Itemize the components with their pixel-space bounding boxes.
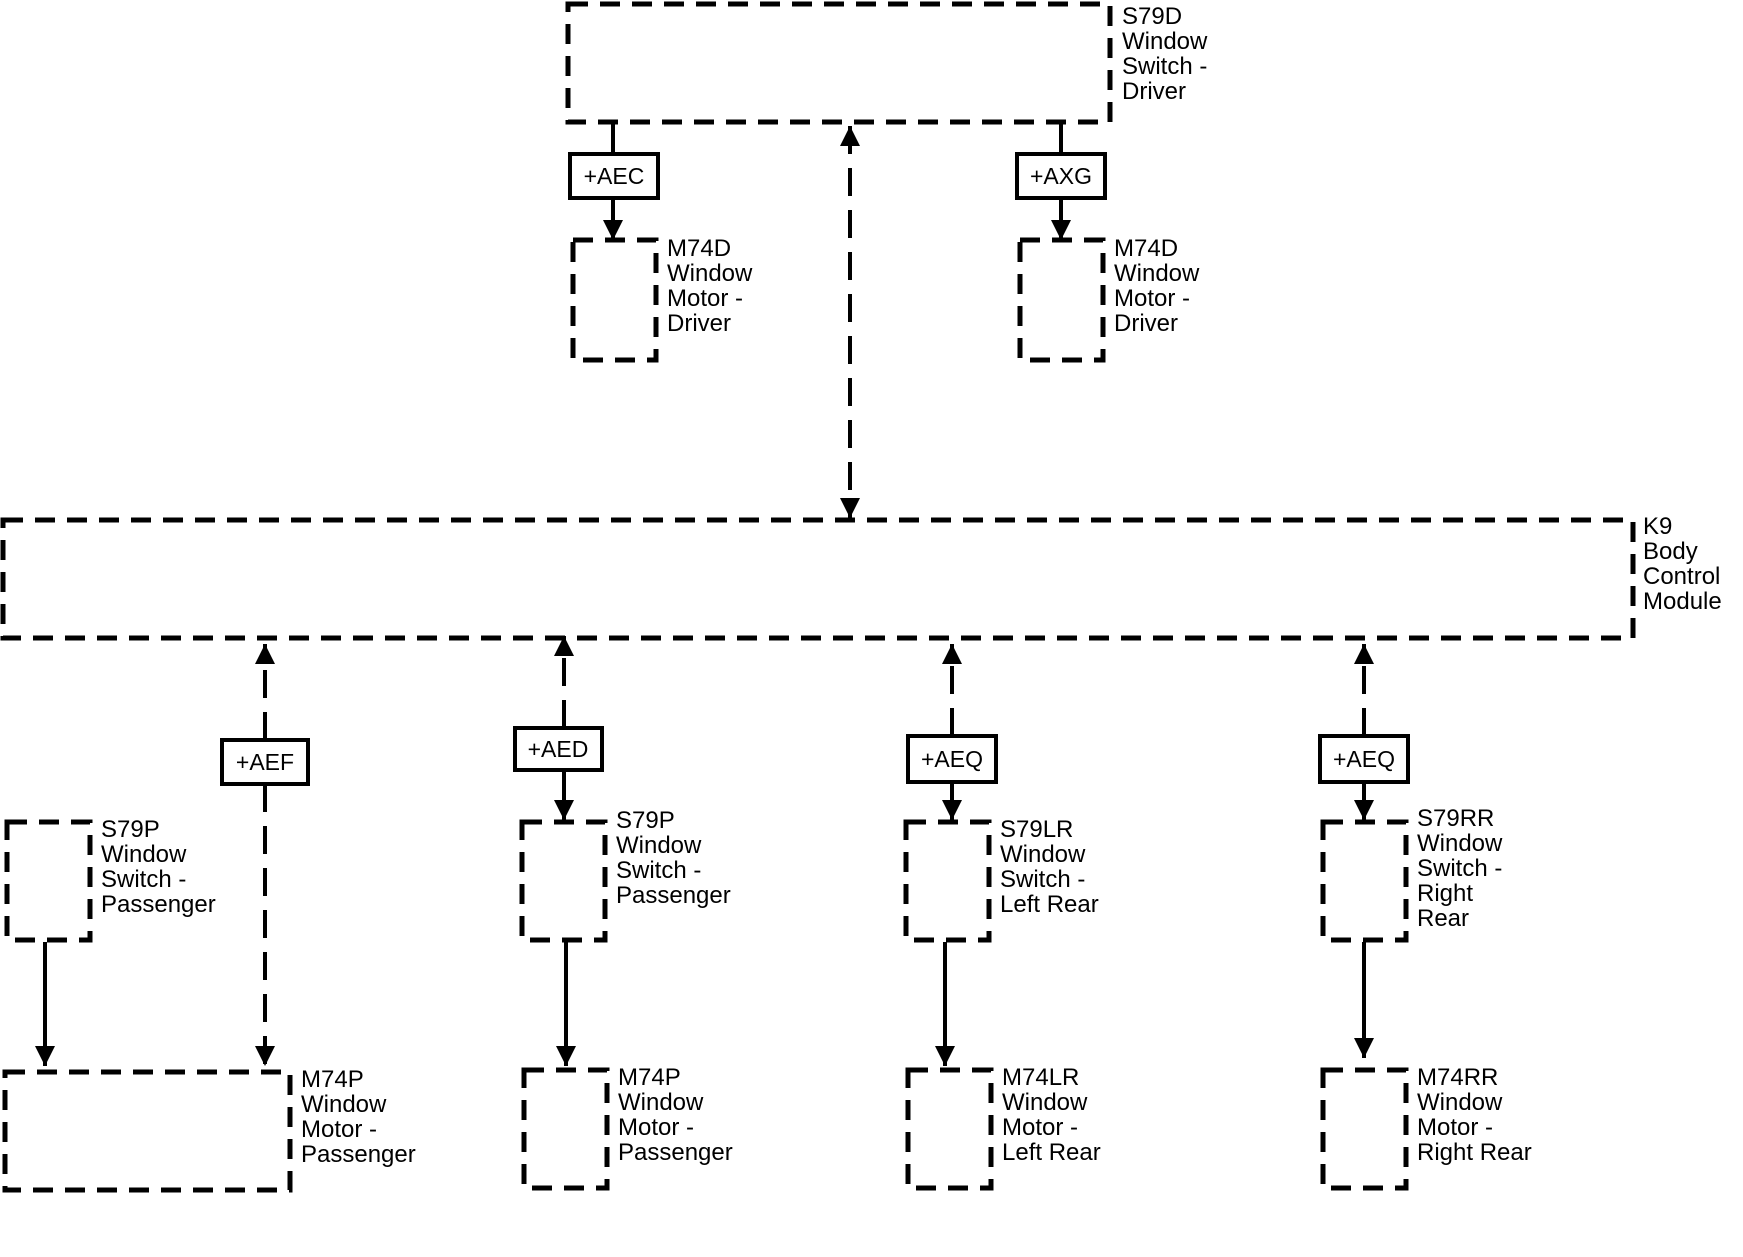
label-line: M74RR — [1417, 1064, 1498, 1091]
label-line: S79P — [101, 816, 159, 843]
label-line: Motor - — [1417, 1114, 1493, 1141]
label-line: S79LR — [1000, 816, 1073, 843]
k9-box — [0, 517, 1636, 641]
label-line: Window — [1417, 830, 1503, 857]
signal-aeq-rr-box — [1318, 734, 1410, 784]
signal-aeq-lr: +AEQ — [921, 746, 983, 772]
s79p-b-box — [519, 819, 608, 943]
label-line: Window — [101, 841, 187, 868]
label-line: Module — [1643, 588, 1722, 615]
label-line: M74D — [667, 235, 731, 262]
label-s79d: S79D Window Switch - Driver — [1122, 3, 1214, 105]
label-line: Window — [618, 1089, 704, 1116]
signal-aeq-rr: +AEQ — [1333, 746, 1395, 772]
signal-axg: +AXG — [1030, 163, 1092, 189]
label-line: S79D — [1122, 3, 1182, 30]
label-m74d-b: M74D Window Motor - Driver — [1114, 235, 1206, 337]
label-line: Driver — [667, 310, 731, 337]
signal-aef: +AEF — [236, 749, 294, 775]
label-line: Passenger — [101, 891, 216, 918]
label-line: Passenger — [301, 1141, 416, 1168]
label-line: Window — [667, 260, 753, 287]
s79lr-box — [903, 819, 992, 943]
label-line: Left Rear — [1000, 891, 1099, 918]
label-line: Window — [1114, 260, 1200, 287]
label-s79rr: S79RR Window Switch - Right Rear — [1417, 805, 1509, 932]
label-line: Switch - — [101, 866, 186, 893]
m74p-a-box — [2, 1069, 293, 1193]
m74p-b-box — [521, 1067, 610, 1191]
label-k9: K9 Body Control Module — [1643, 513, 1727, 615]
label-line: Control — [1643, 563, 1720, 590]
label-m74p-a: M74P Window Motor - Passenger — [301, 1066, 416, 1168]
label-m74d-a: M74D Window Motor - Driver — [667, 235, 759, 337]
label-s79lr: S79LR Window Switch - Left Rear — [1000, 816, 1099, 918]
label-line: Driver — [1122, 78, 1186, 105]
label-line: Motor - — [1002, 1114, 1078, 1141]
label-line: Motor - — [1114, 285, 1190, 312]
label-line: Body — [1643, 538, 1698, 565]
label-line: M74LR — [1002, 1064, 1079, 1091]
signal-aed: +AED — [528, 736, 589, 762]
label-line: S79P — [616, 807, 674, 834]
label-line: Window — [1417, 1089, 1503, 1116]
m74rr-box — [1320, 1067, 1409, 1191]
signal-aed-box — [513, 726, 604, 772]
label-line: Switch - — [616, 857, 701, 884]
label-line: Window — [616, 832, 702, 859]
label-m74rr: M74RR Window Motor - Right Rear — [1417, 1064, 1532, 1166]
label-line: Window — [1122, 28, 1208, 55]
label-s79p-a: S79P Window Switch - Passenger — [101, 816, 216, 918]
label-line: Motor - — [667, 285, 743, 312]
label-m74lr: M74LR Window Motor - Left Rear — [1002, 1064, 1101, 1166]
label-line: Window — [1002, 1089, 1088, 1116]
label-line: M74D — [1114, 235, 1178, 262]
s79d-box — [565, 1, 1113, 125]
label-line: Window — [301, 1091, 387, 1118]
s79rr-box — [1320, 819, 1409, 943]
label-line: Driver — [1114, 310, 1178, 337]
label-line: Motor - — [618, 1114, 694, 1141]
label-line: Switch - — [1417, 855, 1502, 882]
signal-axg-box — [1015, 152, 1107, 200]
label-line: Switch - — [1000, 866, 1085, 893]
m74d-a-box — [570, 237, 659, 363]
m74lr-box — [905, 1067, 994, 1191]
label-line: K9 — [1643, 513, 1672, 540]
label-line: Passenger — [616, 882, 731, 909]
label-line: Switch - — [1122, 53, 1207, 80]
signal-aeq-lr-box — [906, 734, 998, 784]
label-m74p-b: M74P Window Motor - Passenger — [618, 1064, 733, 1166]
s79p-a-box — [4, 819, 93, 943]
signal-aec: +AEC — [584, 163, 645, 189]
label-line: Right Rear — [1417, 1139, 1532, 1166]
label-line: M74P — [618, 1064, 680, 1091]
m74d-b-box — [1017, 237, 1106, 363]
label-line: Left Rear — [1002, 1139, 1101, 1166]
label-line: Motor - — [301, 1116, 377, 1143]
signal-aec-box — [568, 152, 660, 200]
label-line: M74P — [301, 1066, 363, 1093]
label-line: Passenger — [618, 1139, 733, 1166]
label-line: Right — [1417, 880, 1473, 907]
label-line: Window — [1000, 841, 1086, 868]
label-s79p-b: S79P Window Switch - Passenger — [616, 807, 731, 909]
label-line: S79RR — [1417, 805, 1494, 832]
label-line: Rear — [1417, 905, 1469, 932]
signal-aef-box — [220, 738, 310, 786]
